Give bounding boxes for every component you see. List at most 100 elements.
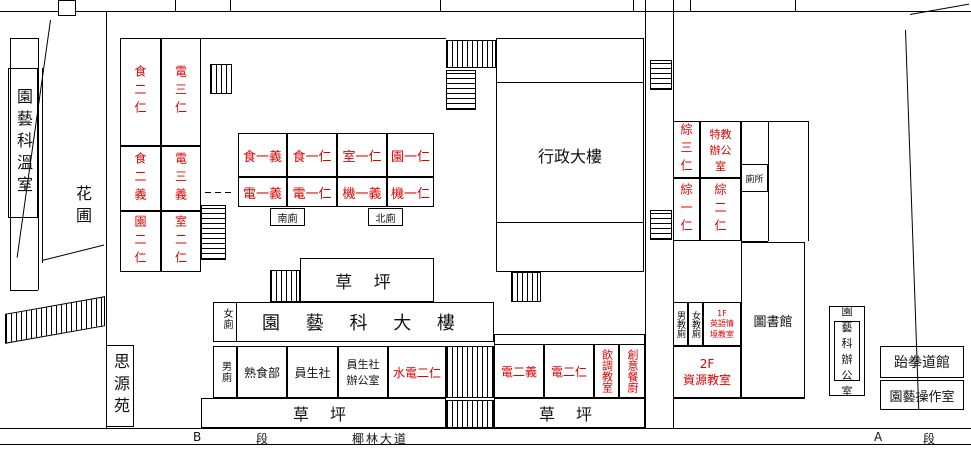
top-edge-ticks-3 — [440, 0, 441, 11]
stairs-admin-right — [650, 60, 672, 90]
room-comp-1-ren[interactable]: 綜一仁 — [673, 178, 700, 241]
siyuan-label: 思源苑 — [111, 353, 130, 419]
admin-inner-2 — [496, 222, 644, 223]
hort-right-extension — [494, 334, 645, 344]
lawn-bottom-right[interactable]: 草 坪 — [494, 398, 645, 428]
room-food-2-ren[interactable]: 食二仁 — [120, 38, 161, 146]
room-mech-1-ren[interactable]: 機一仁 — [387, 177, 434, 207]
room-comp-3-ren[interactable]: 綜三仁 — [673, 121, 700, 178]
north-toilet[interactable]: 北廁 — [368, 208, 403, 226]
room-water-elec-2-ren[interactable]: 水電二仁 — [388, 346, 446, 398]
right-block-wall — [741, 121, 742, 241]
english-room-label: 英語情境教室 — [710, 318, 734, 339]
top-edge-ticks-5 — [690, 0, 691, 11]
greenhouse-wall-2 — [38, 38, 39, 290]
top-left-box — [58, 0, 76, 16]
room-room-1-ren[interactable]: 室一仁 — [337, 133, 387, 177]
room-elec-3-ren[interactable]: 電三仁 — [161, 38, 201, 146]
stairs-admin-right-2 — [650, 210, 672, 240]
stairs-mid-1 — [446, 40, 496, 68]
right-block-top — [673, 121, 808, 122]
horticulture-building[interactable]: 園 藝 科 大 樓 — [213, 302, 494, 342]
room-mech-1-yi[interactable]: 機一義 — [337, 177, 387, 207]
right-lower-wall — [673, 398, 805, 399]
english-room[interactable]: 1F 英語情境教室 — [703, 302, 741, 346]
resource-room[interactable]: 2F 資源教室 — [673, 346, 741, 398]
top-edge-ticks — [175, 0, 176, 11]
road-section-a: A — [874, 430, 883, 444]
hort-office[interactable]: 園藝科辦公室 — [829, 305, 865, 398]
room-garden-2-ren[interactable]: 園二仁 — [120, 211, 161, 272]
lawn-top[interactable]: 草 坪 — [300, 258, 434, 302]
stairs-mid-2 — [446, 70, 476, 110]
top-right-diag — [909, 3, 970, 15]
room-elec-1-yi[interactable]: 電一義 — [238, 177, 287, 207]
special-ed-office[interactable]: 特教辦公室 — [700, 121, 741, 178]
stairs-bottom — [446, 400, 494, 428]
room-comp-2-ren[interactable]: 綜二仁 — [700, 178, 741, 241]
cooked-food-room[interactable]: 熟食部 — [237, 346, 287, 398]
female-toilet-1[interactable]: 女廁 — [221, 308, 232, 330]
hort-inner-left — [236, 302, 237, 342]
top-road-line — [0, 11, 971, 12]
room-food-2-yi[interactable]: 食二義 — [120, 146, 161, 211]
top-edge-ticks-6 — [795, 0, 796, 11]
top-edge-ticks-2 — [230, 0, 231, 11]
stairs-admin — [511, 272, 541, 302]
room-room-2-ren[interactable]: 室二仁 — [161, 211, 201, 272]
right-block-line — [808, 121, 809, 241]
hort-workshop[interactable]: 園藝操作室 — [880, 380, 964, 410]
male-toilet-1[interactable]: 男廁 — [213, 346, 237, 398]
greenhouse-top — [10, 38, 38, 39]
coop-office[interactable]: 員生社辦公室 — [338, 346, 388, 398]
lawn-bottom-left[interactable]: 草 坪 — [201, 398, 446, 428]
room-elec-1-ren[interactable]: 電一仁 — [287, 177, 337, 207]
counsel-room[interactable]: 飲調教室 — [594, 344, 619, 398]
stairs-top-1 — [210, 64, 232, 94]
resource-room-floor: 2F — [699, 356, 715, 371]
creative-kitchen[interactable]: 創意餐廚 — [619, 344, 645, 398]
english-room-floor: 1F — [717, 308, 727, 318]
coop-room[interactable]: 員生社 — [287, 346, 338, 398]
male-toilet-2[interactable]: 男教廁 — [673, 302, 688, 346]
bottom-road-line-1 — [0, 428, 971, 429]
toilet-right[interactable]: 廁所 — [741, 164, 768, 192]
admin-building[interactable]: 行政大樓 — [496, 38, 644, 272]
taekwondo-building[interactable]: 跆拳道館 — [880, 346, 964, 378]
room-food-1-ren[interactable]: 食一仁 — [287, 133, 337, 177]
coconut-road-label: 椰林大道 — [352, 432, 409, 446]
admin-label: 行政大樓 — [537, 147, 602, 166]
room-elec-2-yi[interactable]: 電二義 — [494, 344, 544, 398]
hort-office-inner: 園藝科辦公室 — [834, 305, 860, 398]
room-food-1-yi[interactable]: 食一義 — [238, 133, 287, 177]
greenhouse-wall-1 — [10, 38, 11, 290]
room-elec-3-yi[interactable]: 電三義 — [161, 146, 201, 211]
campus-left-wall — [106, 11, 107, 428]
horticulture-label: 園 藝 科 大 樓 — [262, 313, 465, 334]
road-section-a-suffix: 段 — [923, 432, 936, 446]
right-block-bottom — [741, 241, 768, 242]
female-toilet-2[interactable]: 女教廁 — [688, 302, 703, 346]
greenhouse-label: 園藝科溫室 — [14, 88, 33, 198]
library-building[interactable]: 圖書館 — [741, 242, 805, 398]
admin-inner-1 — [496, 82, 644, 83]
campus-mid-wall — [645, 0, 646, 428]
resource-room-label: 資源教室 — [682, 372, 731, 387]
left-stairs — [5, 296, 105, 344]
room-elec-2-ren[interactable]: 電二仁 — [544, 344, 594, 398]
south-toilet[interactable]: 南廁 — [270, 208, 305, 226]
road-section-b: B — [193, 430, 202, 444]
room-garden-1-ren[interactable]: 園一仁 — [387, 133, 434, 177]
corridor-top — [201, 38, 446, 39]
road-section-b-suffix: 段 — [256, 432, 269, 446]
right-block-wall-2 — [768, 121, 769, 241]
top-edge-ticks-4 — [633, 0, 634, 11]
siyuan-building[interactable]: 思源苑 — [106, 345, 134, 427]
stairs-lawn — [270, 270, 300, 302]
dash-line — [205, 192, 235, 193]
stairs-hort — [446, 346, 494, 398]
garden-diag-2 — [42, 68, 43, 263]
garden-label: 花圃 — [73, 185, 92, 229]
bottom-road-line-2 — [0, 444, 971, 445]
